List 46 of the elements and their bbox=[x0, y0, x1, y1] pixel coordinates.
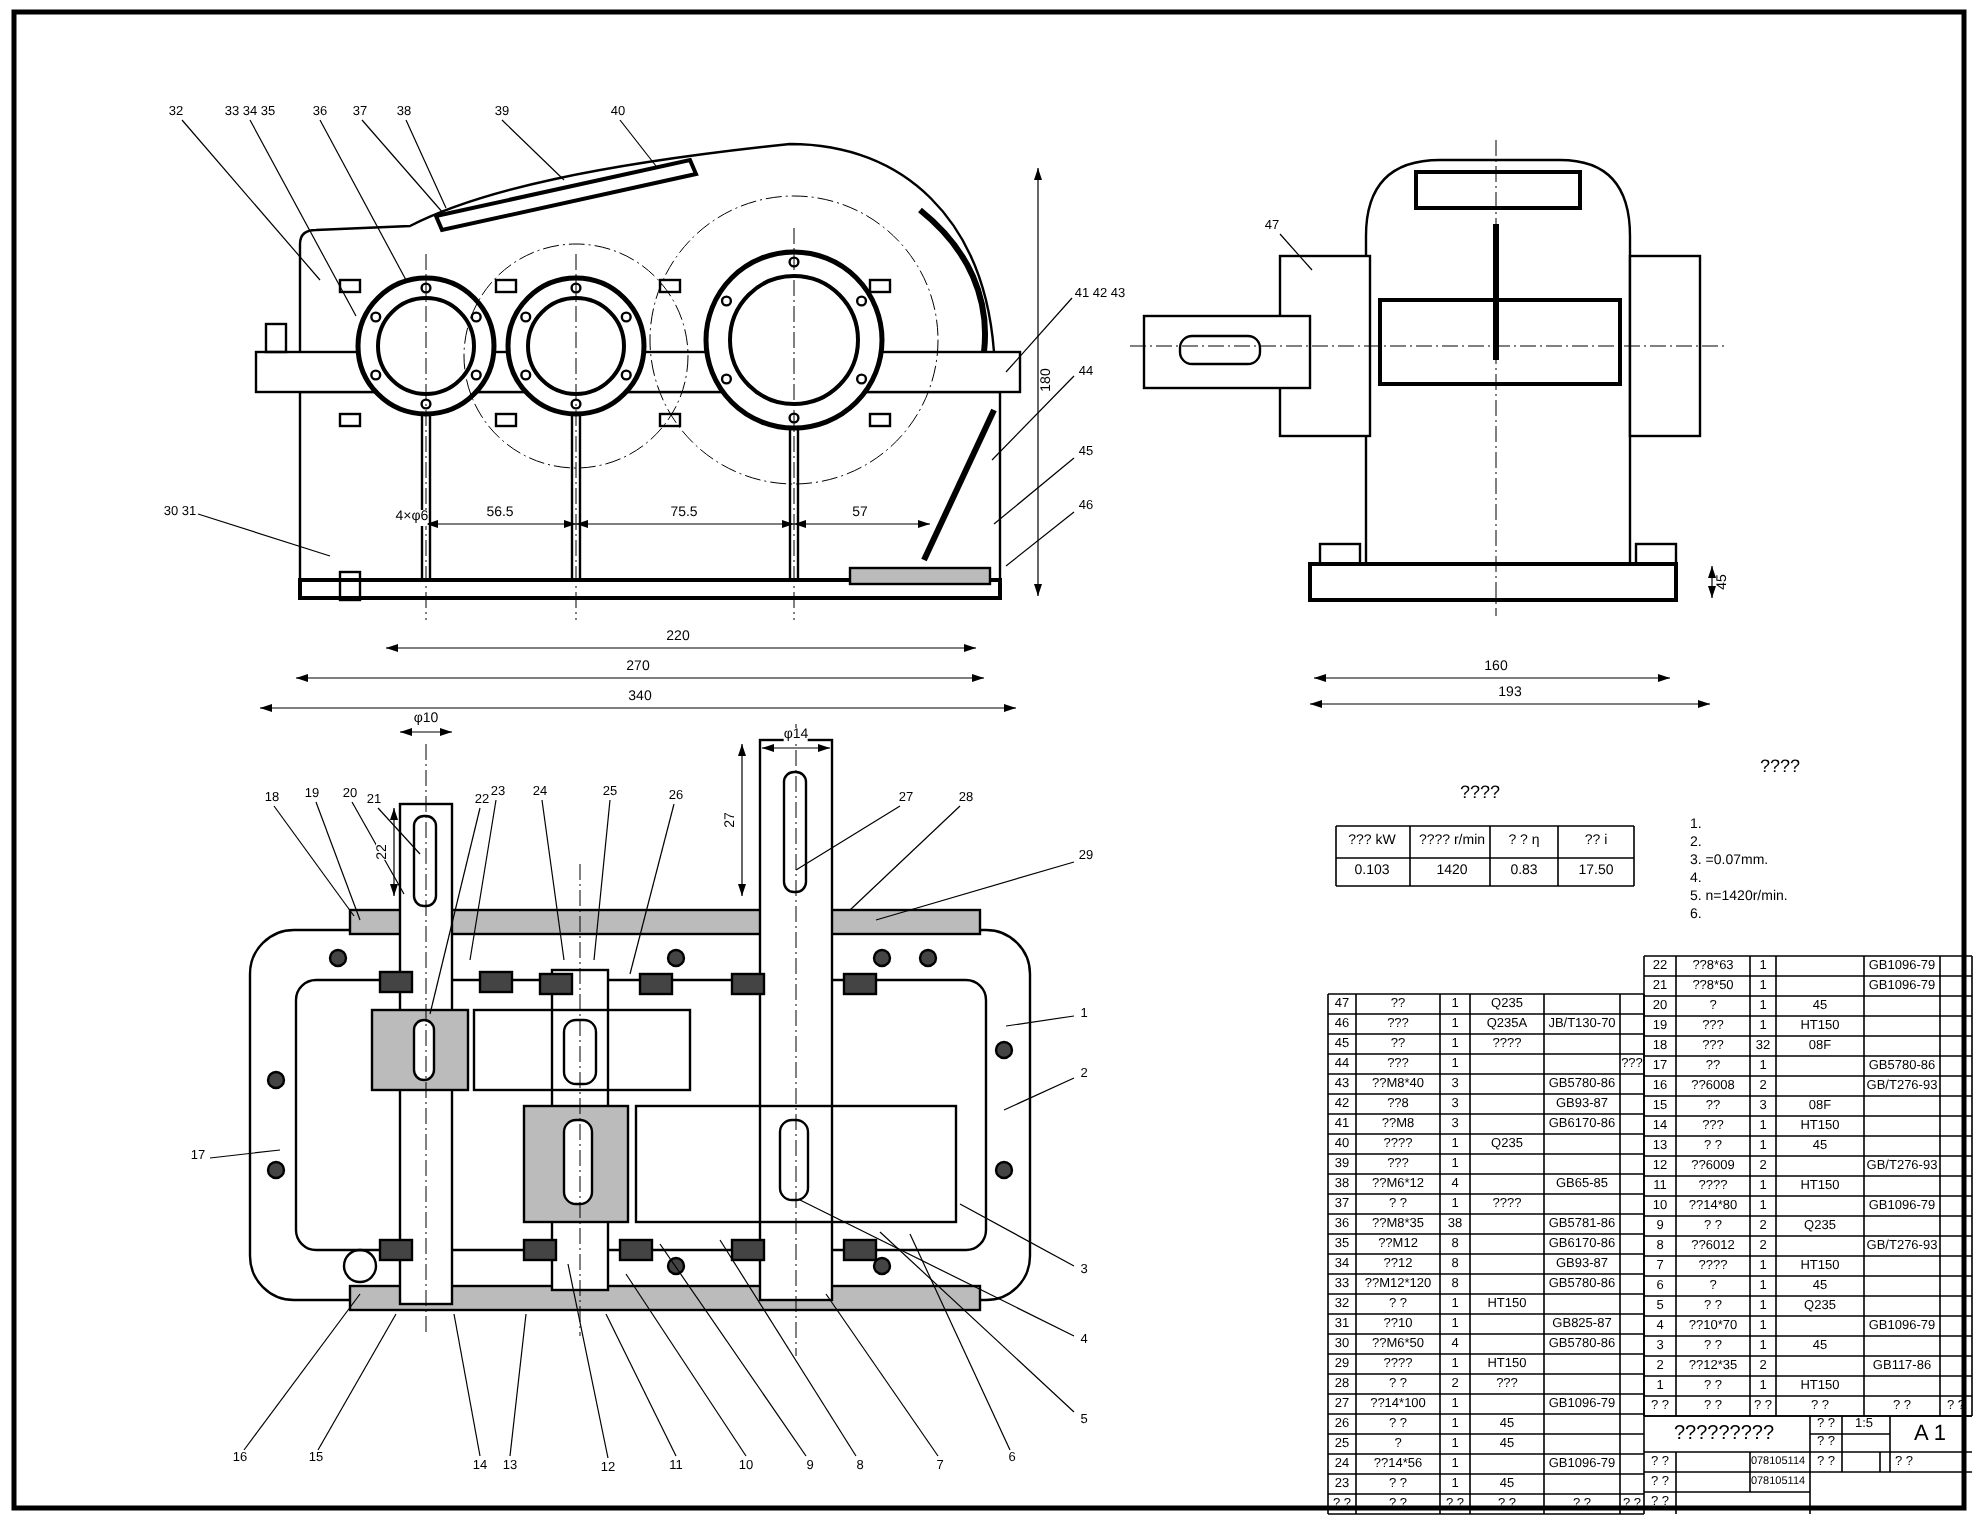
leader-line bbox=[799, 1199, 1075, 1337]
leader-line bbox=[993, 457, 1075, 525]
leader-line bbox=[197, 513, 331, 557]
leader-line bbox=[273, 805, 355, 917]
leader-line bbox=[1279, 233, 1313, 271]
leader-line bbox=[181, 119, 321, 281]
leader-line bbox=[659, 1243, 807, 1457]
leader-line bbox=[795, 805, 901, 871]
leader-line bbox=[453, 1313, 481, 1457]
notes-title: ???? bbox=[1759, 756, 1801, 776]
table-title: ???? bbox=[1459, 782, 1501, 802]
leader-line bbox=[1005, 1015, 1075, 1027]
leader-line bbox=[1005, 511, 1075, 567]
leader-line bbox=[501, 119, 565, 181]
leader-line bbox=[317, 1313, 397, 1451]
leader-line bbox=[243, 1293, 361, 1451]
leader-line bbox=[405, 119, 447, 209]
leader-line bbox=[541, 799, 565, 961]
leader-line bbox=[959, 1203, 1075, 1267]
leader-line bbox=[377, 807, 421, 855]
leader-line bbox=[593, 799, 611, 961]
leader-line bbox=[875, 861, 1075, 921]
leader-line bbox=[509, 1313, 527, 1457]
leader-line bbox=[719, 1239, 857, 1457]
leader-line bbox=[629, 803, 675, 975]
leader-line bbox=[991, 375, 1075, 461]
leader-line bbox=[1005, 297, 1073, 373]
leader-line bbox=[909, 1233, 1011, 1451]
leader-line bbox=[429, 807, 481, 1015]
leader-line bbox=[879, 1231, 1075, 1413]
leader-line bbox=[849, 805, 961, 911]
sheet-size: A 1 bbox=[1914, 1422, 1946, 1446]
leader-line bbox=[361, 119, 445, 215]
leader-line bbox=[1003, 1077, 1075, 1111]
leader-line bbox=[249, 119, 357, 317]
leader-line bbox=[209, 1149, 281, 1159]
leader-line bbox=[605, 1313, 677, 1457]
leader-line bbox=[469, 799, 497, 961]
leader-line bbox=[619, 119, 657, 167]
leader-line bbox=[351, 801, 405, 895]
leader-line bbox=[625, 1273, 747, 1457]
leader-line bbox=[319, 119, 407, 281]
leader-line bbox=[315, 801, 361, 921]
leader-line bbox=[567, 1263, 609, 1459]
drawing-title: ????????? bbox=[1673, 1423, 1775, 1445]
leader-line bbox=[825, 1293, 939, 1457]
